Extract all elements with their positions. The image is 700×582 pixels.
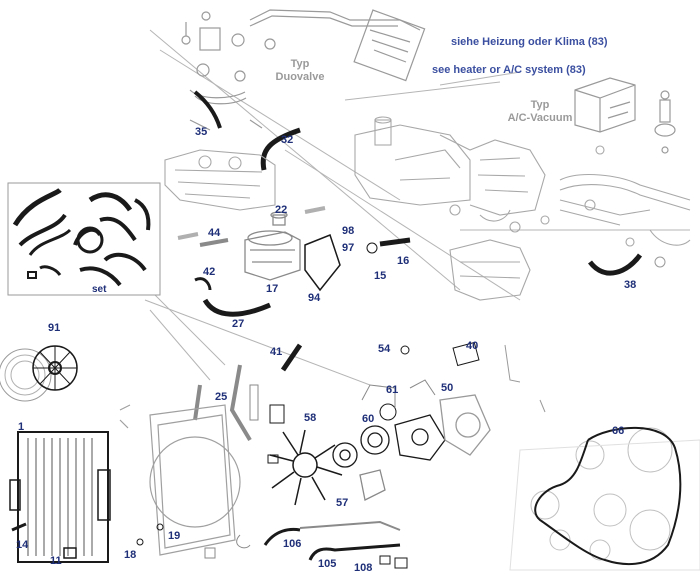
callout-108: 108 <box>354 562 373 574</box>
hose-38 <box>588 253 643 276</box>
callout-1: 1 <box>18 421 25 433</box>
hose-set-label: set <box>92 284 107 295</box>
variant-ac-vacuum-line1: Typ <box>530 99 550 111</box>
callout-66: 66 <box>612 425 625 437</box>
ac-vacuum-unit <box>574 77 676 154</box>
callout-58: 58 <box>304 412 317 424</box>
callout-40: 40 <box>466 340 479 352</box>
callout-22: 22 <box>275 204 288 216</box>
callout-98: 98 <box>342 225 355 237</box>
heater-valve-assembly <box>181 9 426 131</box>
callout-19: 19 <box>168 530 181 542</box>
hose-32 <box>260 127 301 171</box>
bracket-94 <box>304 234 341 292</box>
fan-shroud <box>119 404 241 556</box>
callout-27: 27 <box>232 318 245 330</box>
callout-106: 106 <box>283 538 302 550</box>
leader-line <box>439 71 521 86</box>
callout-61: 61 <box>386 384 399 396</box>
variant-ac-vacuum: Typ A/C-Vacuum <box>502 99 578 125</box>
hose-set-icon <box>12 187 151 287</box>
callout-17: 17 <box>266 283 279 295</box>
sensor-16 <box>379 237 411 247</box>
callout-54: 54 <box>378 343 391 355</box>
callout-60: 60 <box>362 413 375 425</box>
clutch-fan-58 <box>269 429 343 506</box>
callout-105: 105 <box>318 558 337 570</box>
leader-line <box>144 299 371 386</box>
callout-50: 50 <box>441 382 454 394</box>
callout-18: 18 <box>124 549 137 561</box>
variant-duovalve: Typ Duovalve <box>270 58 330 84</box>
callout-38: 38 <box>624 279 637 291</box>
radiator <box>9 431 111 563</box>
hose-35 <box>193 90 222 129</box>
leader-line <box>149 29 461 291</box>
callout-32: 32 <box>281 134 294 146</box>
callout-16: 16 <box>397 255 410 267</box>
callout-94: 94 <box>308 292 321 304</box>
variant-duovalve-line2: Duovalve <box>275 71 325 83</box>
callout-44: 44 <box>208 227 221 239</box>
leader-line <box>149 289 226 366</box>
drain-plug-14 <box>11 522 27 532</box>
callout-97: 97 <box>342 242 355 254</box>
callout-25: 25 <box>215 391 228 403</box>
fitting-108 <box>379 555 391 565</box>
callout-91: 91 <box>48 322 61 334</box>
belt-drive <box>509 426 700 571</box>
callout-35: 35 <box>195 126 208 138</box>
variant-duovalve-line1: Typ <box>290 58 310 70</box>
fan-motor-91 <box>0 345 78 402</box>
sensor-54 <box>400 345 410 355</box>
note-heater-en: see heater or A/C system (83) <box>432 64 586 76</box>
pipe-25 <box>193 364 252 442</box>
engine-block-upper <box>164 149 276 211</box>
callout-42: 42 <box>203 266 216 278</box>
thermostat-40 <box>452 341 480 367</box>
clamp-icon <box>654 256 666 268</box>
pipe-44 <box>199 238 229 247</box>
expansion-tank <box>244 211 301 281</box>
leader-line <box>344 81 501 101</box>
callout-14: 14 <box>16 539 29 551</box>
hose-42 <box>194 277 212 291</box>
hose-27 <box>202 298 271 317</box>
callout-41: 41 <box>270 346 283 358</box>
callout-57: 57 <box>336 497 349 509</box>
callout-11: 11 <box>50 555 62 567</box>
hose-106 <box>263 527 301 546</box>
variant-ac-vacuum-line2: A/C-Vacuum <box>507 112 573 124</box>
callout-15: 15 <box>374 270 387 282</box>
hose-41 <box>280 343 303 372</box>
o-ring-61 <box>379 403 397 421</box>
leader-line <box>149 309 211 381</box>
note-heater-de: siehe Heizung oder Klima (83) <box>451 36 608 48</box>
water-pump <box>332 394 491 501</box>
hose-105 <box>308 543 401 561</box>
engine-block-right <box>354 116 691 301</box>
leader-line <box>284 149 521 301</box>
